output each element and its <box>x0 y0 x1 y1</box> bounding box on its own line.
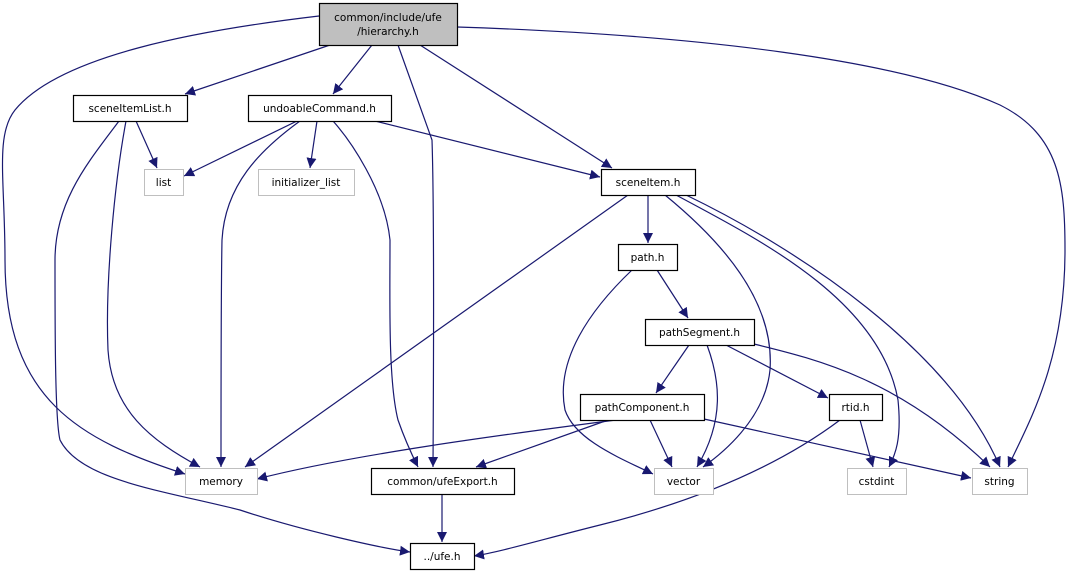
nodes: common/include/ufe/hierarchy.h sceneItemL… <box>72 2 1028 571</box>
edge-undoableCommand-to-initializer_list <box>306 120 318 169</box>
node-vector: vector <box>654 468 714 495</box>
node-hierarchy[interactable]: common/include/ufe/hierarchy.h <box>318 2 459 47</box>
node-label: common/ufeExport.h <box>387 476 497 488</box>
node-box <box>600 168 697 197</box>
node-label: undoableCommand.h <box>263 103 376 115</box>
node-cstdint: cstdint <box>847 468 907 495</box>
edge-sceneItemList-to-list <box>135 120 158 169</box>
edge-hierarchy-to-sceneItem <box>419 44 613 169</box>
node-rtid[interactable]: rtid.h <box>828 393 884 422</box>
edge-undoableCommand-to-memory <box>216 120 301 468</box>
edge-rtid-to-ufe <box>473 419 841 560</box>
edge-pathSegment-to-rtid <box>725 344 829 399</box>
node-box <box>185 468 258 495</box>
node-path[interactable]: path.h <box>617 243 679 272</box>
edge-pathSegment-to-pathComponent <box>655 344 690 394</box>
node-label: list <box>156 177 171 189</box>
node-ufeExport[interactable]: common/ufeExport.h <box>370 467 516 496</box>
edge-pathSegment-to-vector <box>696 344 718 468</box>
node-box <box>409 542 476 571</box>
node-sceneItem[interactable]: sceneItem.h <box>600 168 697 197</box>
edge-path-to-vector <box>562 269 654 475</box>
edge-pathSegment-to-string <box>753 343 991 468</box>
node-box <box>144 169 184 196</box>
node-label: path.h <box>631 252 665 264</box>
edge-path-to-pathSegment <box>656 269 689 319</box>
node-box <box>654 468 714 495</box>
edge-pathComponent-to-ufeExport <box>475 419 609 469</box>
node-box <box>579 393 706 422</box>
node-label: cstdint <box>859 476 895 488</box>
node-label: pathComponent.h <box>595 402 690 414</box>
node-box <box>644 318 756 347</box>
node-box <box>247 94 393 123</box>
edge-hierarchy-to-memory <box>1 15 320 476</box>
edge-sceneItem-to-memory <box>244 194 629 468</box>
node-label: sceneItemList.h <box>88 103 171 115</box>
edge-undoableCommand-to-sceneItem <box>374 120 601 180</box>
node-label: common/include/ufe <box>334 12 442 24</box>
edge-pathComponent-to-vector <box>649 419 673 468</box>
node-box <box>828 393 884 422</box>
edge-undoableCommand-to-list <box>183 120 298 177</box>
edge-sceneItemList-to-memory <box>106 120 201 468</box>
edge-sceneItemList-to-ufe <box>54 120 411 556</box>
node-label: initializer_list <box>272 177 341 189</box>
edge-pathComponent-to-string <box>703 418 972 481</box>
node-list: list <box>144 169 184 196</box>
node-box <box>258 169 355 196</box>
node-box <box>72 94 189 123</box>
node-box <box>617 243 679 272</box>
edge-hierarchy-to-string <box>456 26 1066 468</box>
node-label: sceneItem.h <box>616 177 681 189</box>
edges <box>1 15 1066 560</box>
node-label: pathSegment.h <box>659 327 740 339</box>
edge-rtid-to-cstdint <box>859 419 876 468</box>
node-string: string <box>972 468 1028 495</box>
node-label: vector <box>667 476 701 488</box>
edge-sceneItem-to-vector <box>664 194 771 468</box>
edge-hierarchy-to-undoableCommand <box>332 44 373 95</box>
edge-hierarchy-to-sceneItemList <box>184 44 331 96</box>
node-box <box>972 468 1028 495</box>
node-sceneItemList[interactable]: sceneItemList.h <box>72 94 189 123</box>
node-ufe[interactable]: ../ufe.h <box>409 542 476 571</box>
edge-hierarchy-to-ufeExport <box>397 44 439 468</box>
node-label: string <box>984 476 1014 488</box>
node-pathSegment[interactable]: pathSegment.h <box>644 318 756 347</box>
node-memory: memory <box>185 468 258 495</box>
edge-pathComponent-to-memory <box>256 419 617 482</box>
node-pathComponent[interactable]: pathComponent.h <box>579 393 706 422</box>
edge-sceneItem-to-string <box>685 194 1001 468</box>
node-box <box>370 467 516 496</box>
node-undoableCommand[interactable]: undoableCommand.h <box>247 94 393 123</box>
node-label: rtid.h <box>841 402 869 414</box>
node-box <box>847 468 907 495</box>
node-box <box>318 2 459 47</box>
node-label: /hierarchy.h <box>357 26 419 38</box>
edge-undoableCommand-to-ufeExport <box>332 120 419 468</box>
node-label: memory <box>199 476 243 488</box>
node-label: ../ufe.h <box>423 551 460 563</box>
edge-sceneItem-to-cstdint <box>675 194 900 468</box>
node-initializer_list: initializer_list <box>258 169 355 196</box>
